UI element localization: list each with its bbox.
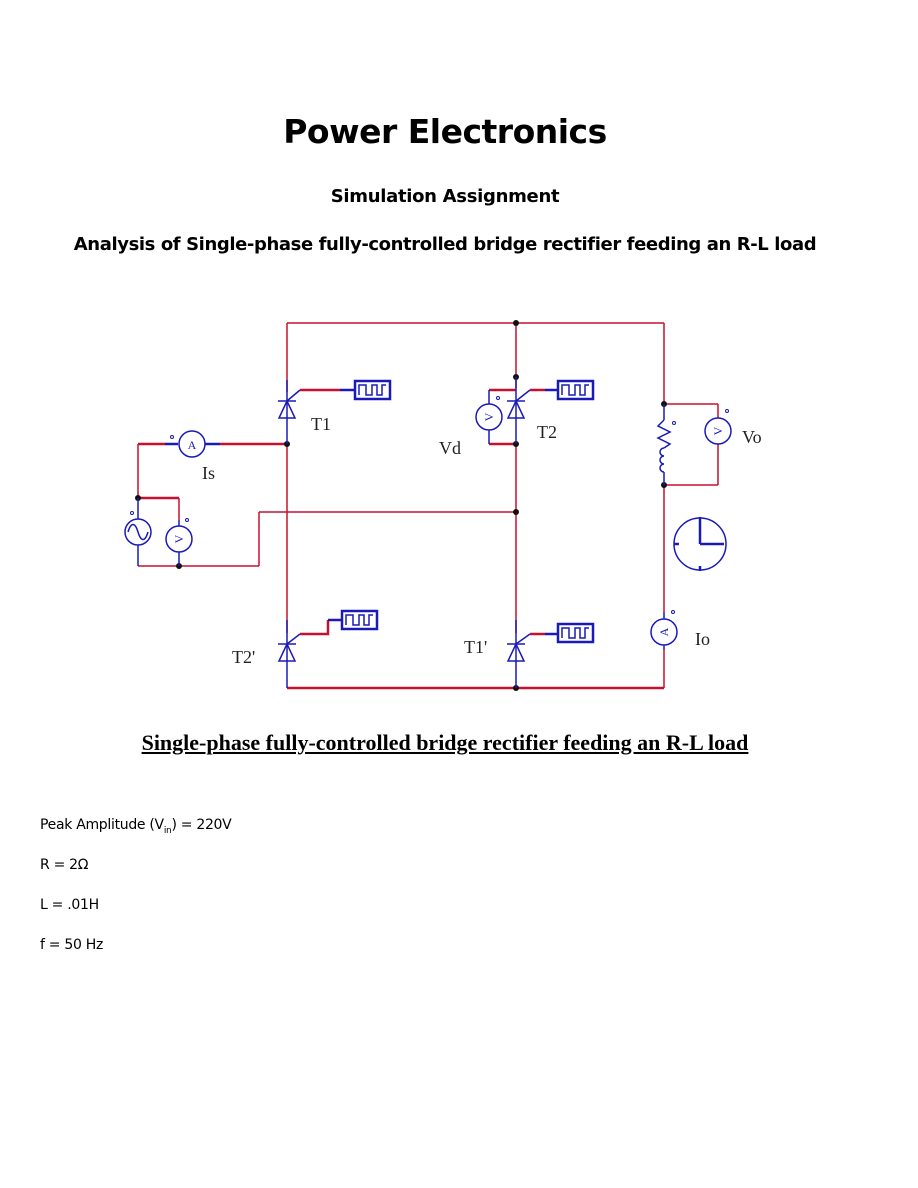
clock-icon — [673, 517, 727, 571]
ammeter-io-symbol: A — [657, 627, 671, 636]
label-t1-prime: T1' — [464, 637, 487, 657]
ac-source — [124, 498, 152, 566]
thyristor-t1 — [277, 379, 392, 444]
document-title: Power Electronics — [283, 112, 607, 151]
thyristor-t1-prime — [506, 620, 595, 688]
voltmeter-source: V — [165, 518, 193, 566]
label-t2-prime: T2' — [232, 647, 255, 667]
param-frequency: f = 50 Hz — [40, 937, 104, 953]
document-heading: Analysis of Single-phase fully-controlle… — [73, 234, 817, 255]
label-vo: Vo — [742, 427, 762, 447]
label-t1: T1 — [311, 414, 331, 434]
ammeter-is-symbol: A — [188, 438, 197, 452]
param-peak-amplitude: Peak Amplitude (Vin) = 220V — [40, 817, 232, 836]
junction-dots — [135, 320, 667, 691]
ammeter-io: A — [650, 610, 678, 650]
wires — [137, 322, 719, 690]
rl-load — [656, 404, 676, 485]
label-io: Io — [695, 629, 710, 649]
circuit-diagram: A V V V — [124, 320, 762, 691]
voltmeter-vd-symbol: V — [482, 412, 496, 421]
thyristor-t2-prime — [277, 609, 379, 688]
param-inductance: L = .01H — [40, 897, 99, 913]
param-resistance: R = 2Ω — [40, 857, 89, 873]
param-peak-amplitude-value: ) = 220V — [171, 817, 232, 833]
voltmeter-source-symbol: V — [172, 534, 186, 543]
param-peak-amplitude-label: Peak Amplitude (V — [40, 817, 164, 833]
ammeter-is: A — [165, 430, 220, 458]
voltmeter-vo-symbol: V — [711, 426, 725, 435]
voltmeter-vd: V — [475, 390, 503, 444]
circuit-caption: Single-phase fully-controlled bridge rec… — [141, 730, 749, 755]
voltmeter-vo: V — [704, 409, 732, 445]
param-peak-amplitude-sub: in — [163, 825, 172, 836]
label-vd: Vd — [439, 438, 461, 458]
thyristor-t2 — [506, 377, 595, 444]
document-subtitle: Simulation Assignment — [330, 186, 560, 207]
label-is: Is — [202, 463, 215, 483]
label-t2: T2 — [537, 422, 557, 442]
